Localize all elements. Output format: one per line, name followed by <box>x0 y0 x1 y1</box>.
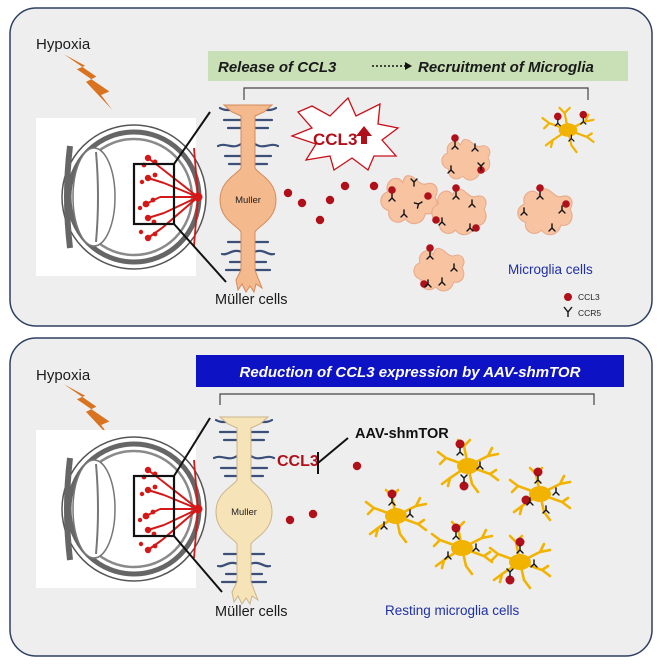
bottom-zoom-line-upper <box>173 417 211 477</box>
top-banner-arrowhead-icon <box>405 62 412 70</box>
resting-microglia <box>430 520 494 576</box>
bottom-banner <box>196 355 624 387</box>
bottom-bracket <box>219 393 595 405</box>
active-microglia <box>517 184 573 236</box>
active-microglia-group <box>380 134 573 292</box>
top-hypoxia-label: Hypoxia <box>36 36 91 53</box>
bottom-banner-text: Reduction of CCL3 expression by AAV-shmT… <box>240 364 581 381</box>
active-microglia <box>441 134 491 181</box>
resting-microglia <box>364 488 428 544</box>
top-muller-cell: Muller <box>216 104 280 294</box>
resting-microglia <box>541 106 595 154</box>
bottom-muller-label: Muller <box>231 507 257 518</box>
bottom-hypoxia-label: Hypoxia <box>36 367 91 384</box>
top-banner <box>208 51 628 81</box>
inhibition-line <box>317 437 349 464</box>
resting-microglia <box>436 438 500 494</box>
legend-ccr5-label: CCR5 <box>578 308 601 318</box>
resting-microglia-group <box>364 438 572 590</box>
resting-microglia <box>508 466 572 522</box>
top-banner-right-text: Recruitment of Microglia <box>418 59 594 76</box>
active-microglia <box>431 184 487 236</box>
aav-shmtor-label: AAV-shmTOR <box>355 426 449 442</box>
active-microglia <box>413 244 465 292</box>
legend: CCL3 CCR5 <box>563 292 601 318</box>
ccr5-legend-icon <box>563 306 573 317</box>
bottom-muller-cells-label: Müller cells <box>215 604 288 620</box>
bottom-eye-illustration <box>36 430 206 588</box>
top-zoom-line-lower <box>173 223 227 283</box>
burst-ccl3-label: CCL3 <box>313 130 357 149</box>
bottom-panel: Hypoxia Reduction of CCL3 expression by … <box>9 337 653 657</box>
up-arrow-icon <box>356 126 372 144</box>
top-zoom-line-upper <box>173 111 211 165</box>
ccl3-burst-shape <box>290 96 400 172</box>
microglia-cells-label: Microglia cells <box>508 262 593 277</box>
top-banner-left-text: Release of CCL3 <box>218 59 337 76</box>
top-bracket <box>243 87 589 100</box>
top-panel: Hypoxia Release of CCL3 Recruitment of M… <box>9 7 653 327</box>
resting-microglia <box>488 534 552 590</box>
bottom-ccl3-label: CCL3 <box>277 453 319 470</box>
legend-ccl3-label: CCL3 <box>578 292 600 302</box>
active-microglia <box>380 175 438 225</box>
resting-microglia-label: Resting microglia cells <box>385 603 520 618</box>
bottom-zoom-line-lower <box>173 535 223 593</box>
bottom-ccl3-dots <box>285 461 362 525</box>
ccl3-legend-icon <box>564 293 572 301</box>
top-muller-label: Muller <box>235 195 261 206</box>
top-muller-cells-label: Müller cells <box>215 292 288 308</box>
released-ccl3-dots <box>283 181 379 225</box>
top-eye-illustration <box>36 118 206 276</box>
bottom-muller-cell: Muller <box>212 416 276 606</box>
